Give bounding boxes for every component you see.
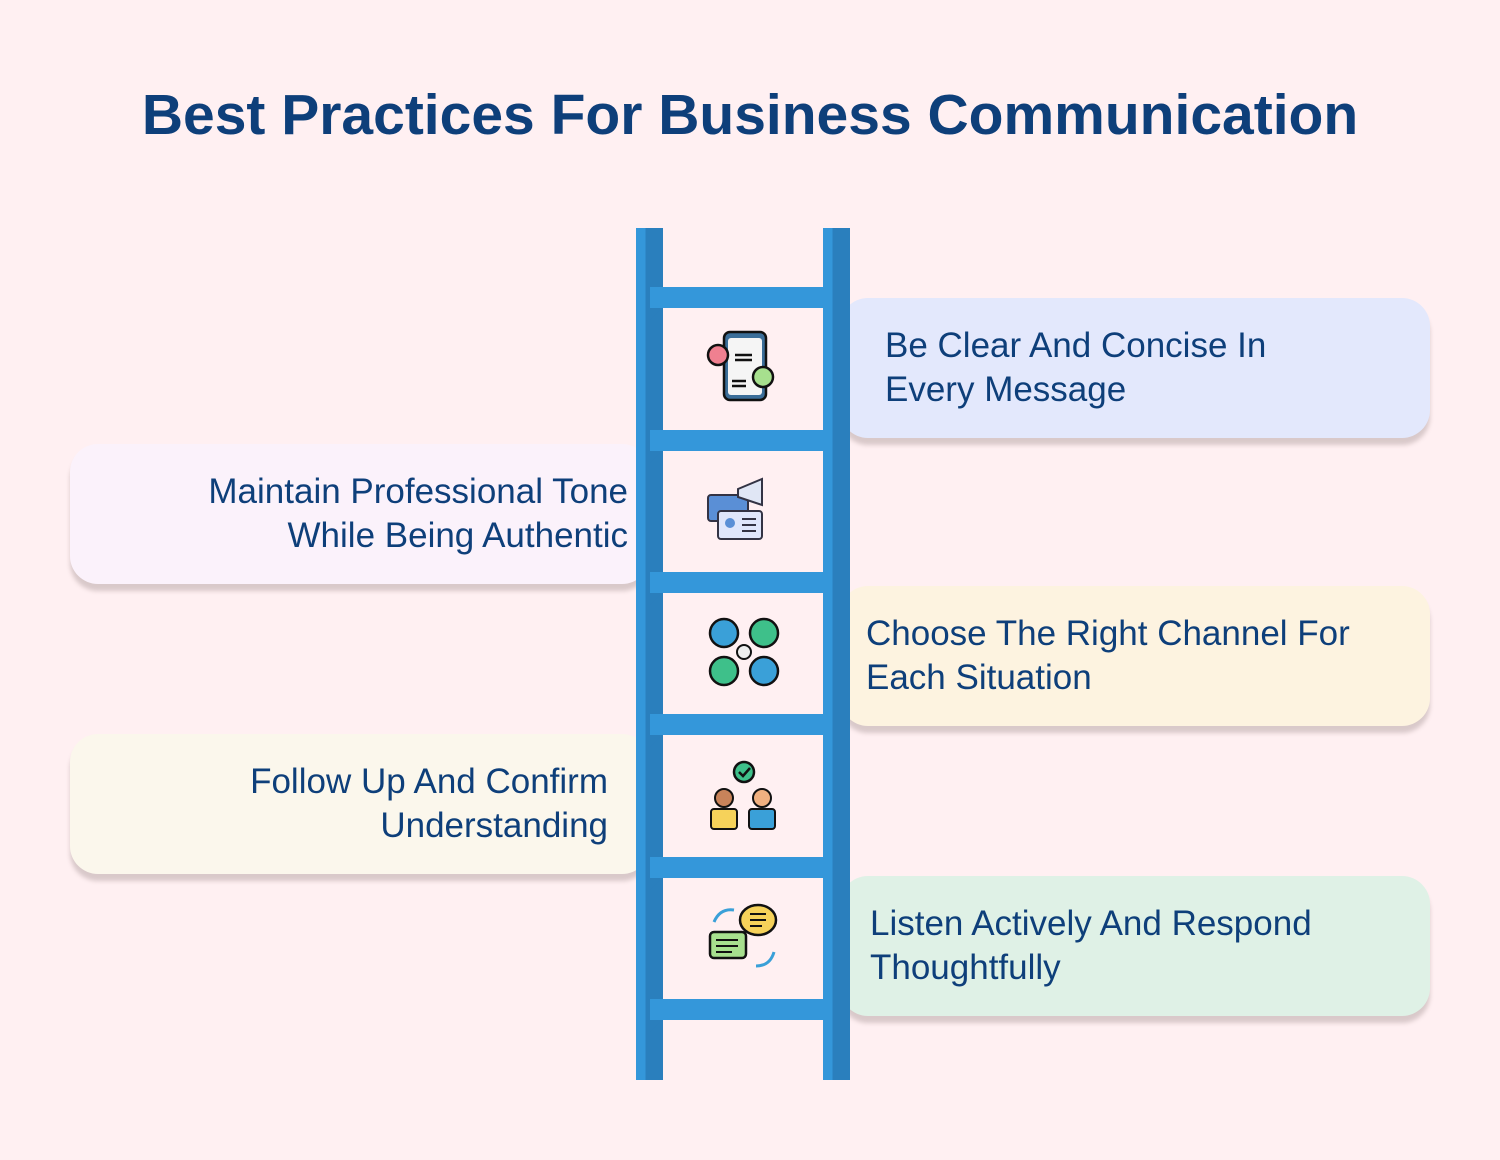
- ladder-rung: [650, 999, 824, 1032]
- step-card-1: Be Clear And Concise In Every Message: [840, 298, 1430, 438]
- step-card-3: Choose The Right Channel For Each Situat…: [840, 586, 1430, 726]
- ladder-right-rail: [823, 228, 850, 1080]
- ladder-left-rail: [636, 228, 663, 1080]
- step-text: Maintain Professional Tone While Being A…: [208, 472, 628, 555]
- chat-exchange-icon: [708, 903, 778, 968]
- step-text: Listen Actively And Respond Thoughtfully: [870, 904, 1312, 987]
- step-text: Follow Up And Confirm Understanding: [250, 762, 608, 845]
- step-card-4: Follow Up And Confirm Understanding: [70, 734, 650, 874]
- step-card-5: Listen Actively And Respond Thoughtfully: [840, 876, 1430, 1016]
- communication-channels-icon: [708, 617, 780, 687]
- page-title: Best Practices For Business Communicatio…: [141, 83, 1359, 147]
- step-text: Be Clear And Concise In Every Message: [885, 326, 1267, 409]
- people-confirm-icon: [710, 760, 776, 830]
- ladder-rung: [650, 287, 824, 320]
- step-card-2: Maintain Professional Tone While Being A…: [70, 444, 650, 584]
- ladder-rung: [650, 572, 824, 605]
- step-text: Choose The Right Channel For Each Situat…: [866, 614, 1350, 697]
- megaphone-id-card-icon: [707, 477, 763, 540]
- ladder-rung: [650, 857, 824, 890]
- ladder-rung: [650, 714, 824, 747]
- ladder-rung: [650, 430, 824, 463]
- smartphone-chat-icon: [706, 330, 775, 402]
